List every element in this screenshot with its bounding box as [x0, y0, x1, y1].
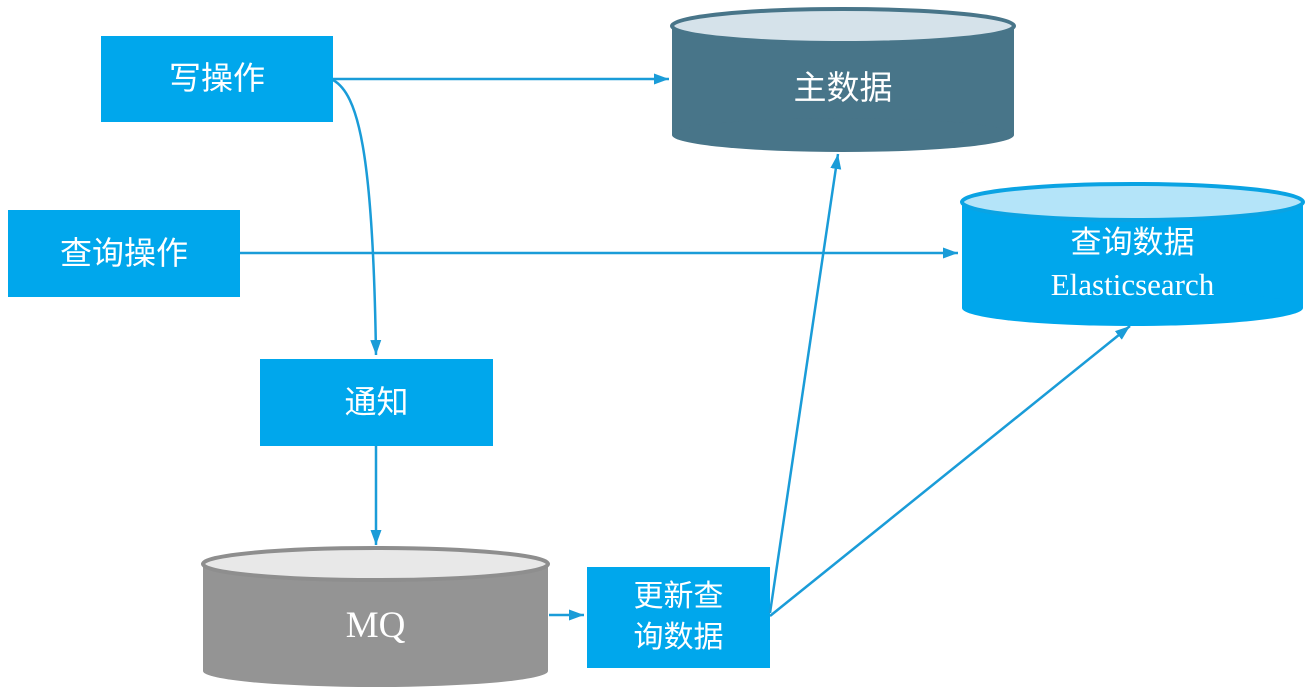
- edge-write-to-notify-arrow: [332, 78, 382, 356]
- edge-update-to-es-arrow: [769, 325, 1131, 617]
- write-op-box: [101, 36, 333, 122]
- mq-cylinder: [201, 546, 550, 687]
- master-db-cylinder: [670, 7, 1016, 152]
- master-db-bottom: [672, 118, 1014, 152]
- notify-box: [260, 359, 493, 446]
- query-db-top-ellipse: [960, 182, 1305, 222]
- query-db-cylinder: [960, 182, 1305, 326]
- mq-top-ellipse: [201, 546, 550, 582]
- query-db-bottom: [962, 290, 1303, 326]
- query-op-box: [8, 210, 240, 297]
- edge-update-to-master-arrow: [768, 153, 842, 614]
- mq-bottom: [203, 655, 548, 687]
- master-db-top-ellipse: [670, 7, 1016, 45]
- update-query-box: [587, 567, 770, 668]
